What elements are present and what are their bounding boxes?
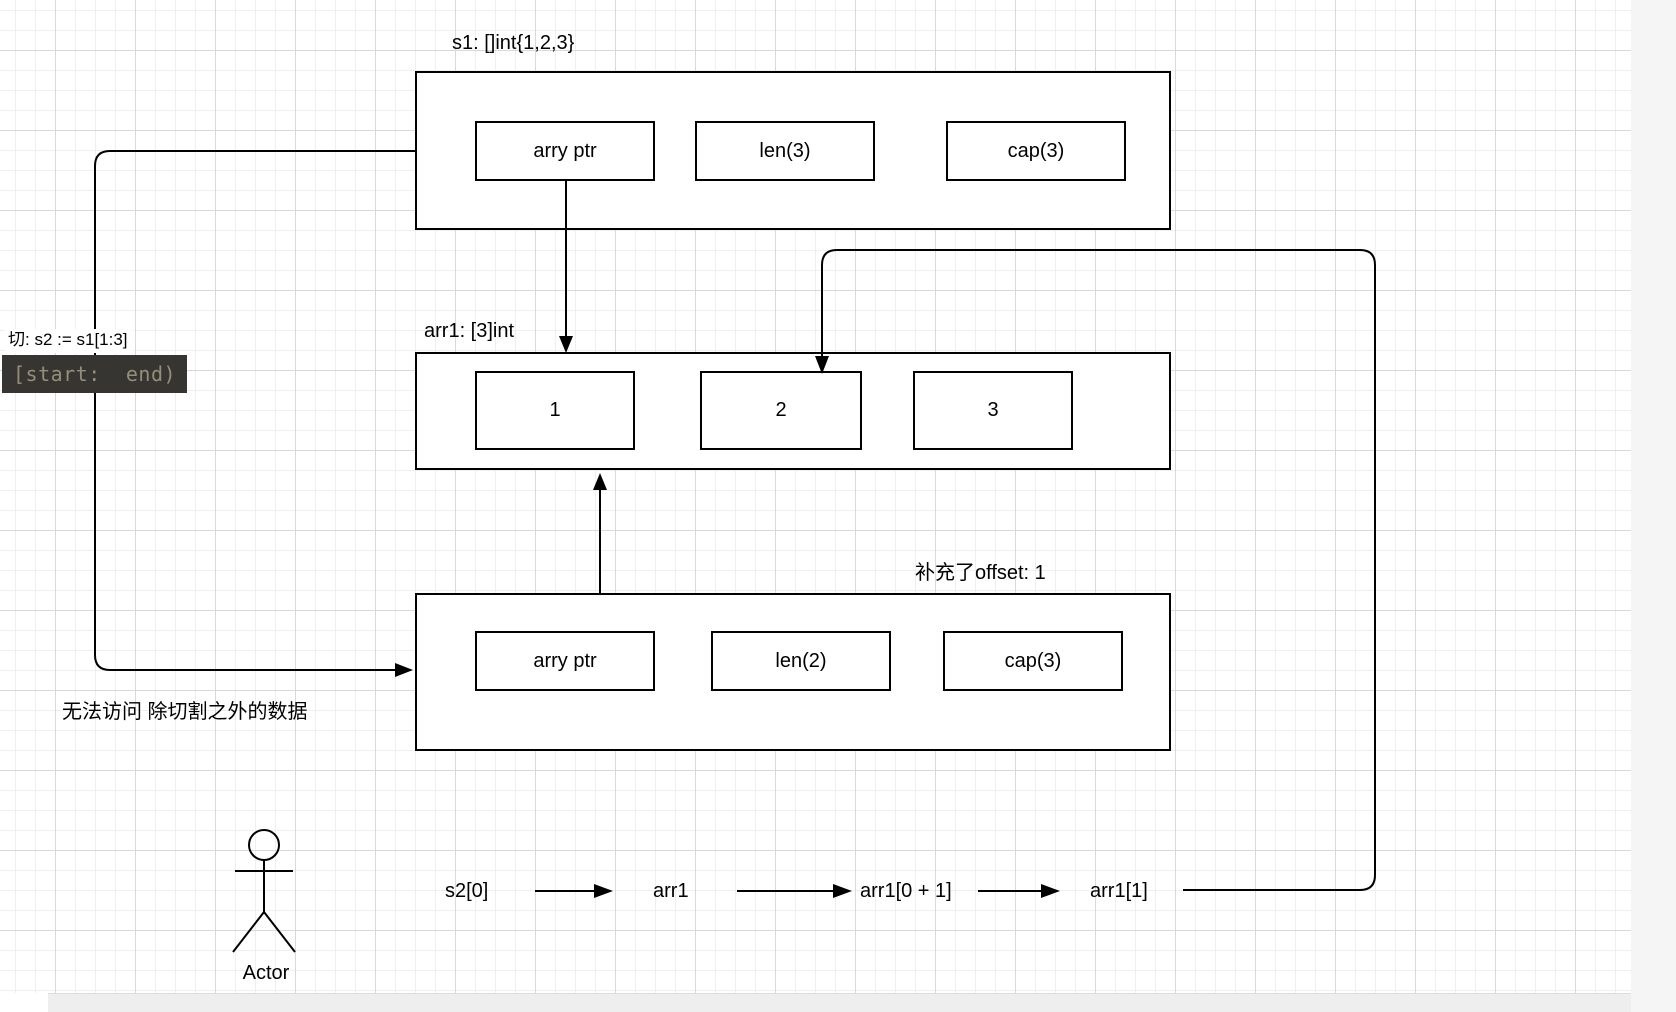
arr1-title[interactable]: arr1: [3]int [424,320,515,342]
no-access-note[interactable]: 无法访问 除切割之外的数据 [62,701,308,723]
horizontal-scrollbar-track[interactable] [48,993,1631,1012]
flow-s2-index[interactable]: s2[0] [445,880,489,902]
s1-cell-len[interactable]: len(3) [695,121,875,181]
s1-cell-array-ptr[interactable]: arry ptr [475,121,655,181]
s1-title[interactable]: s1: []int{1,2,3} [452,32,575,54]
s2-cell-len[interactable]: len(2) [711,631,891,691]
flow-arr1[interactable]: arr1 [653,880,689,902]
arr1-cell-1[interactable]: 2 [700,371,862,450]
flow-arr1-index-1[interactable]: arr1[1] [1090,880,1148,902]
s1-cell-cap[interactable]: cap(3) [946,121,1126,181]
range-notation-code-box[interactable]: [start: end) [2,355,187,393]
flow-arr1-offset-expr[interactable]: arr1[0 + 1] [860,880,952,902]
s2-cell-cap[interactable]: cap(3) [943,631,1123,691]
right-scrollbar-gutter[interactable] [1631,0,1676,1012]
slice-expression-label[interactable]: 切: s2 := s1[1:3] [5,329,133,353]
s2-offset-title[interactable]: 补充了offset: 1 [915,562,1046,584]
s2-cell-array-ptr[interactable]: arry ptr [475,631,655,691]
arr1-cell-2[interactable]: 3 [913,371,1073,450]
actor-label[interactable]: Actor [242,962,290,984]
arr1-cell-0[interactable]: 1 [475,371,635,450]
